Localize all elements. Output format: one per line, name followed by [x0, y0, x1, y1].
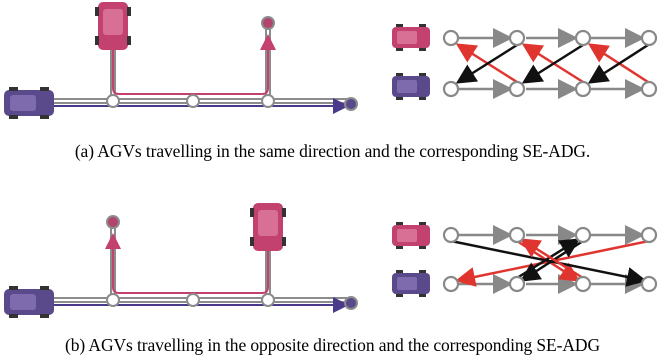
agv-pink-b — [250, 203, 286, 251]
figure-a-caption: (a) AGVs travelling in the same directio… — [74, 141, 591, 161]
agv-purple — [4, 87, 54, 119]
agv-pink-icon — [392, 24, 430, 51]
figure-a — [0, 0, 665, 120]
se-adg-graph-b — [392, 222, 658, 297]
figure-b — [0, 189, 665, 318]
agv-purple-b — [4, 286, 54, 318]
figure-b-svg — [4, 203, 658, 318]
figure-a-svg — [4, 2, 658, 119]
track-map — [20, 10, 358, 114]
agv-purple-icon — [392, 73, 430, 100]
se-adg-graph — [392, 24, 658, 100]
agv-pink — [95, 2, 131, 50]
agv-purple-icon-b — [392, 270, 430, 297]
agv-pink-icon-b — [392, 222, 430, 249]
track-map-b — [20, 207, 358, 313]
figure-b-caption: (b) AGVs travelling in the opposite dire… — [65, 335, 600, 355]
